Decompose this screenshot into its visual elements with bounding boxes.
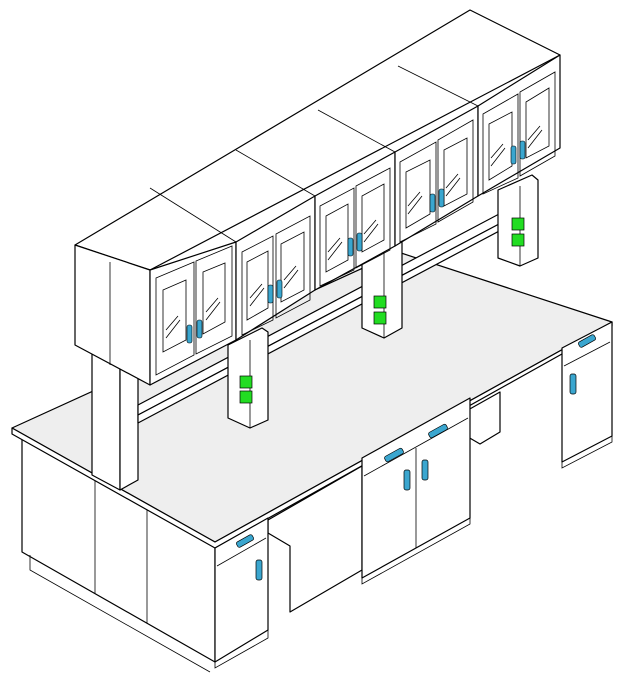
door-handle [356,232,363,252]
door-handle [519,140,526,160]
door-handle [267,284,274,304]
wall-cabinets [74,9,561,386]
door-handle [347,237,354,257]
door-handle [196,319,203,339]
door-handle [186,324,193,344]
door-handle [510,145,517,165]
power-outlet [239,390,253,404]
wall-cabinet [477,54,561,197]
door-handle [403,469,411,491]
door-handle [276,279,283,299]
power-outlet [511,233,525,247]
service-uprights [91,174,539,491]
door-handle [421,459,429,481]
power-outlet [373,295,387,309]
service-column [361,233,403,339]
door-handle [429,193,436,213]
power-outlet [511,217,525,231]
right-base-cabinets [214,321,613,669]
door-handle [438,188,445,208]
door-handle [255,559,263,581]
drawer-handle [578,334,596,348]
power-outlet [373,311,387,325]
service-column [497,174,539,267]
power-outlet [239,375,253,389]
service-column [227,327,269,429]
drawer-handle [428,423,448,439]
drawer-handle [236,534,254,548]
drawer-handle [384,447,404,463]
door-handle [569,373,577,395]
cabinet-end [74,244,151,386]
